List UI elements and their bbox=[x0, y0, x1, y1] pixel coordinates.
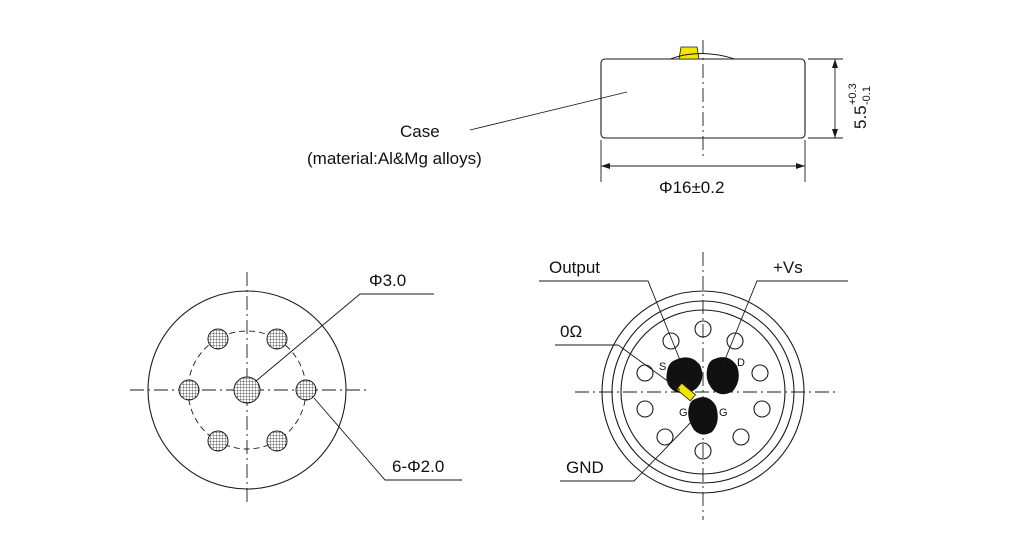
center-hole-leader bbox=[255, 293, 434, 382]
outer-hole-5 bbox=[207, 430, 229, 452]
case-leader bbox=[469, 91, 628, 131]
outer-hole-2 bbox=[266, 328, 288, 350]
outer-hole-leader bbox=[313, 397, 462, 481]
outer-holes-label: 6-Φ2.0 bbox=[392, 457, 444, 476]
dia-arrow-right bbox=[796, 163, 805, 169]
case-label: Case bbox=[400, 122, 440, 141]
top-component bbox=[678, 46, 700, 60]
pin-hole-3 bbox=[751, 364, 769, 382]
height-arrow-bottom bbox=[832, 129, 838, 138]
pad-source bbox=[666, 357, 703, 394]
pad-s-label: S bbox=[659, 361, 666, 373]
outer-hole-6 bbox=[266, 430, 288, 452]
pin-hole-6 bbox=[694, 442, 712, 460]
pin-hole-9 bbox=[636, 364, 654, 382]
output-leader bbox=[539, 280, 681, 361]
top-bump bbox=[669, 53, 736, 60]
side-view: 5.5 +0.3 -0.1 Φ16±0.2 Case (material:Al&… bbox=[307, 40, 873, 197]
height-dim-base: 5.5 bbox=[851, 105, 870, 129]
vs-leader bbox=[723, 280, 848, 363]
outer-hole-3 bbox=[178, 379, 200, 401]
diameter-dim-label: Φ16±0.2 bbox=[659, 178, 724, 197]
pin-hole-4 bbox=[753, 400, 771, 418]
pin-hole-7 bbox=[656, 428, 674, 446]
gnd-label: GND bbox=[566, 458, 604, 477]
pin-hole-10 bbox=[662, 332, 680, 350]
bottom-view: Φ3.0 6-Φ2.0 bbox=[130, 271, 462, 505]
height-dim-tol-minus: -0.1 bbox=[861, 86, 873, 105]
pin-hole-5 bbox=[732, 428, 750, 446]
pin-hole-2 bbox=[726, 332, 744, 350]
center-hole-label: Φ3.0 bbox=[369, 271, 406, 290]
pin-view: S D G G Output +Vs 0Ω GND bbox=[539, 252, 848, 520]
pad-g2-label: G bbox=[719, 407, 728, 419]
pin-hole-1 bbox=[694, 320, 712, 338]
pad-g1-label: G bbox=[679, 407, 688, 419]
outer-hole-4 bbox=[295, 379, 317, 401]
zero-ohm-leader bbox=[555, 344, 681, 391]
pad-d-label: D bbox=[737, 357, 745, 369]
pad-drain bbox=[706, 357, 739, 395]
vs-label: +Vs bbox=[773, 258, 803, 277]
material-label: (material:Al&Mg alloys) bbox=[307, 149, 482, 168]
height-dim-tol-plus: +0.3 bbox=[847, 83, 859, 105]
height-arrow-top bbox=[832, 59, 838, 68]
gnd-leader bbox=[560, 417, 696, 482]
output-label: Output bbox=[549, 258, 600, 277]
outer-hole-1 bbox=[207, 328, 229, 350]
zero-ohm-resistor bbox=[675, 382, 697, 402]
pin-hole-8 bbox=[636, 400, 654, 418]
pad-gate bbox=[688, 397, 718, 435]
center-hole bbox=[233, 376, 261, 404]
dia-arrow-left bbox=[601, 163, 610, 169]
zero-ohm-label: 0Ω bbox=[560, 322, 582, 341]
